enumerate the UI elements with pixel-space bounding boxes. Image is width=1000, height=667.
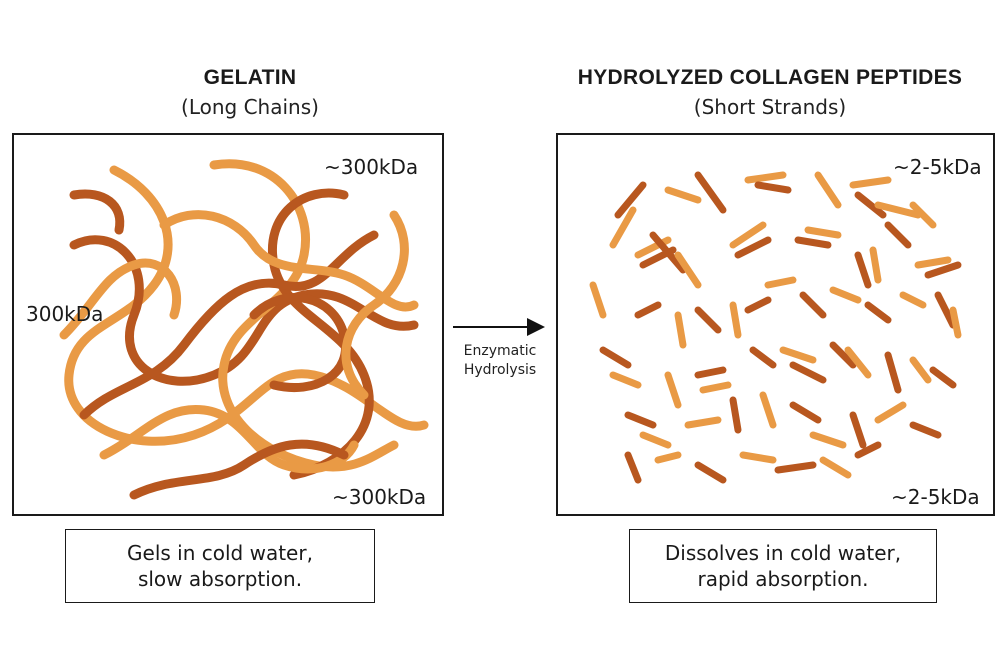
peptide-strand-19 bbox=[794, 236, 832, 249]
peptide-strand-23 bbox=[914, 256, 952, 269]
peptide-strand-12 bbox=[909, 201, 937, 229]
gelatin-subtitle: (Long Chains) bbox=[181, 95, 319, 119]
peptide-strand-53 bbox=[684, 416, 722, 429]
peptide-strand-51 bbox=[624, 411, 657, 429]
peptide-strand-16 bbox=[674, 251, 702, 289]
peptides-caption: Dissolves in cold water, rapid absorptio… bbox=[629, 529, 937, 603]
process-label: Enzymatic Hydrolysis bbox=[447, 342, 553, 380]
gelatin-label-top: ~300kDa bbox=[324, 155, 419, 179]
peptide-strand-35 bbox=[899, 291, 927, 309]
peptide-strand-52 bbox=[639, 431, 672, 449]
peptide-strand-15 bbox=[649, 231, 687, 274]
gelatin-title: GELATIN bbox=[203, 66, 297, 89]
peptide-strand-55 bbox=[759, 391, 777, 429]
long-chain-12 bbox=[69, 189, 125, 235]
peptide-strand-43 bbox=[749, 346, 777, 369]
peptide-strand-67 bbox=[854, 441, 882, 459]
gelatin-label-bottom: ~300kDa bbox=[332, 485, 427, 509]
long-chain-9 bbox=[249, 293, 350, 393]
peptide-strand-48 bbox=[884, 351, 902, 394]
peptides-caption-line1: Dissolves in cold water, bbox=[664, 541, 902, 565]
peptide-strand-60 bbox=[909, 421, 942, 439]
peptide-strand-17 bbox=[729, 221, 767, 249]
peptide-strand-11 bbox=[884, 221, 912, 249]
peptide-strand-33 bbox=[829, 286, 862, 304]
peptide-strand-4 bbox=[694, 171, 727, 214]
peptide-strand-49 bbox=[909, 356, 932, 384]
peptide-strand-1 bbox=[614, 181, 647, 219]
peptide-strand-54 bbox=[729, 396, 742, 434]
peptide-strand-46 bbox=[829, 341, 857, 369]
gelatin-caption: Gels in cold water, slow absorption. bbox=[65, 529, 375, 603]
peptide-strand-21 bbox=[854, 251, 872, 289]
peptide-strand-20 bbox=[804, 226, 842, 239]
right-arrow-icon bbox=[453, 318, 545, 336]
peptides-subtitle: (Short Strands) bbox=[693, 95, 847, 119]
peptide-strand-22 bbox=[869, 246, 882, 284]
peptide-strand-37 bbox=[949, 306, 962, 339]
process-label-line1: Enzymatic bbox=[463, 343, 537, 359]
peptides-label-top: ~2-5kDa bbox=[893, 155, 982, 179]
peptide-strand-58 bbox=[849, 411, 867, 449]
peptide-strand-27 bbox=[674, 311, 687, 349]
long-chain-8 bbox=[59, 258, 182, 340]
peptide-strand-29 bbox=[729, 301, 742, 339]
peptide-strand-59 bbox=[874, 401, 907, 424]
peptides-title: HYDROLYZED COLLAGEN PEPTIDES bbox=[577, 66, 963, 89]
peptide-strand-50 bbox=[929, 366, 957, 389]
peptide-strand-56 bbox=[789, 401, 822, 424]
peptide-strand-26 bbox=[634, 301, 662, 319]
peptide-strand-62 bbox=[654, 451, 682, 464]
peptide-strand-66 bbox=[819, 456, 852, 479]
peptide-strand-47 bbox=[844, 346, 872, 379]
long-chains-illustration bbox=[59, 159, 429, 500]
peptide-strand-40 bbox=[664, 371, 682, 409]
peptide-strand-63 bbox=[694, 461, 727, 484]
long-chain-10 bbox=[129, 439, 349, 500]
peptides-label-bottom: ~2-5kDa bbox=[891, 485, 980, 509]
peptide-strand-41 bbox=[694, 366, 727, 379]
peptide-strand-30 bbox=[744, 296, 772, 314]
peptide-strand-31 bbox=[764, 276, 797, 289]
gelatin-caption-line2: slow absorption. bbox=[137, 567, 303, 591]
peptides-caption-line2: rapid absorption. bbox=[697, 567, 869, 591]
peptide-strand-8 bbox=[849, 176, 892, 189]
peptide-strand-28 bbox=[694, 306, 722, 334]
peptide-strand-3 bbox=[664, 186, 702, 204]
peptide-strand-64 bbox=[739, 451, 777, 464]
process-arrow: Enzymatic Hydrolysis bbox=[447, 300, 553, 400]
peptide-strand-10 bbox=[874, 201, 922, 219]
process-label-line2: Hydrolysis bbox=[463, 362, 537, 378]
peptide-strand-18 bbox=[734, 236, 772, 259]
peptides-diagram-box: ~2-5kDa ~2-5kDa bbox=[556, 133, 995, 516]
peptide-strand-2 bbox=[609, 206, 637, 249]
peptide-strand-57 bbox=[809, 431, 847, 449]
long-chain-2 bbox=[69, 235, 419, 386]
short-strands-illustration bbox=[589, 171, 962, 484]
peptide-strand-65 bbox=[774, 461, 817, 474]
gelatin-diagram-box: ~300kDa 300kDa ~300kDa bbox=[12, 133, 444, 516]
long-chain-5 bbox=[99, 404, 359, 474]
peptide-strand-38 bbox=[599, 346, 632, 369]
peptide-strand-39 bbox=[609, 371, 642, 389]
peptide-strand-7 bbox=[814, 171, 842, 209]
long-chain-4 bbox=[268, 188, 374, 480]
peptide-strand-6 bbox=[754, 181, 792, 194]
peptide-strand-61 bbox=[624, 451, 642, 484]
peptide-strand-32 bbox=[799, 291, 827, 319]
peptide-strand-44 bbox=[779, 346, 817, 364]
peptide-strand-9 bbox=[854, 191, 887, 219]
peptide-strand-25 bbox=[589, 281, 607, 319]
long-chain-11 bbox=[341, 210, 409, 400]
peptide-strand-24 bbox=[924, 261, 962, 279]
peptide-strand-34 bbox=[864, 301, 892, 324]
peptide-strand-36 bbox=[934, 291, 957, 329]
peptide-strand-5 bbox=[744, 171, 787, 184]
gelatin-label-mid: 300kDa bbox=[26, 302, 104, 326]
peptide-strand-42 bbox=[699, 381, 732, 394]
peptide-strand-45 bbox=[789, 361, 827, 384]
gelatin-caption-line1: Gels in cold water, bbox=[127, 541, 313, 565]
